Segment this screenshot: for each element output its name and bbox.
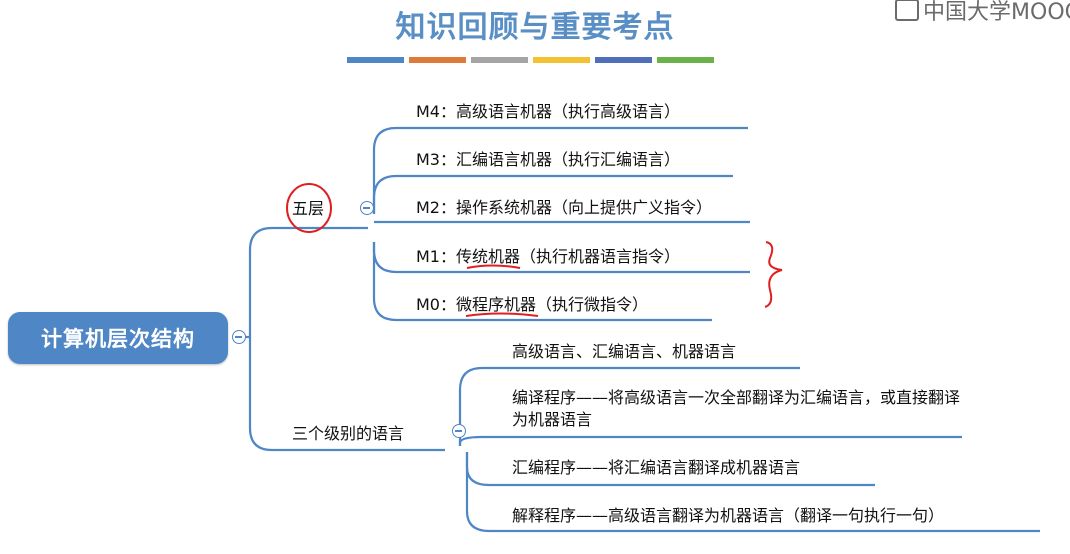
layer-m0[interactable]: M0：微程序机器（执行微指令） [416, 295, 648, 314]
title-underline-stripes [347, 57, 714, 63]
language-levels[interactable]: 高级语言、汇编语言、机器语言 [512, 342, 737, 361]
slide-title: 知识回顾与重要考点 [395, 10, 675, 45]
stripe-4 [533, 57, 590, 63]
compiler-description[interactable]: 编译程序——将高级语言一次全部翻译为汇编语言，或直接翻译为机器语言 [512, 388, 961, 429]
red-annotations [286, 183, 783, 317]
branch-three-languages-collapse-icon[interactable] [452, 424, 466, 438]
layer-m1[interactable]: M1：传统机器（执行机器语言指令） [416, 247, 680, 266]
watermark: 中国大学MOOC [895, 0, 1070, 26]
circle-annotation [286, 183, 332, 233]
underline-annotation-2 [465, 312, 539, 317]
root-collapse-icon[interactable] [232, 330, 246, 344]
layer-m2[interactable]: M2：操作系统机器（向上提供广义指令） [416, 198, 712, 217]
layer-m3[interactable]: M3：汇编语言机器（执行汇编语言） [416, 150, 680, 169]
branch-three-languages[interactable]: 三个级别的语言 [292, 424, 405, 443]
branch-five-layers[interactable]: 五层 [292, 199, 325, 218]
underline-annotation-1 [466, 264, 521, 269]
watermark-text: 中国大学MOOC [923, 0, 1070, 25]
root-node[interactable]: 计算机层次结构 [8, 312, 228, 364]
stripe-2 [409, 57, 466, 63]
branch-five-layers-collapse-icon[interactable] [360, 201, 374, 215]
stripe-5 [595, 57, 652, 63]
assembler-description[interactable]: 汇编程序——将汇编语言翻译成机器语言 [512, 458, 801, 477]
layer-m4[interactable]: M4：高级语言机器（执行高级语言） [416, 102, 680, 121]
mooc-logo-icon [895, 0, 920, 21]
interpreter-description[interactable]: 解释程序——高级语言翻译为机器语言（翻译一句执行一句） [512, 506, 945, 525]
stripe-1 [347, 57, 404, 63]
stripe-6 [657, 57, 714, 63]
stripe-3 [471, 57, 528, 63]
brace-annotation [764, 241, 783, 308]
